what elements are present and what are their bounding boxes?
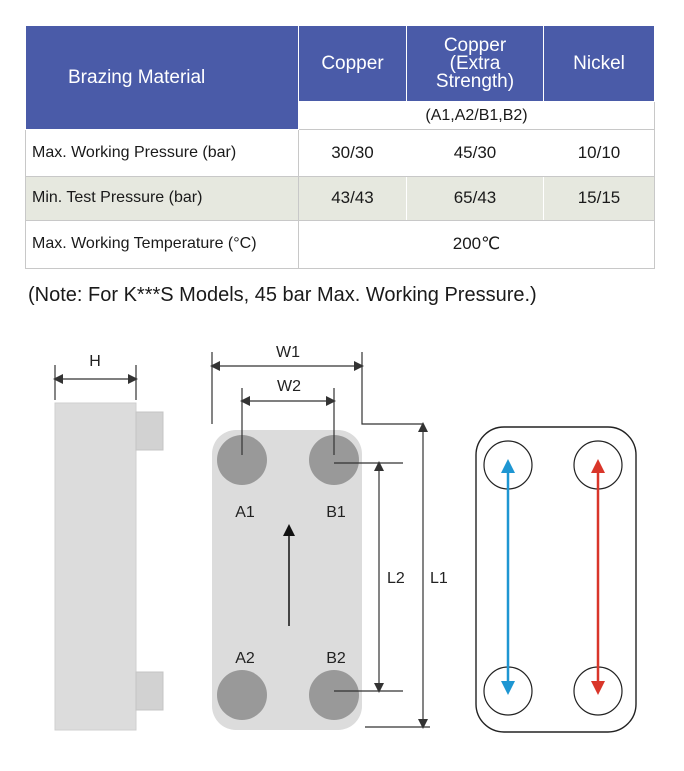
cell-copper-extra: 65/43 — [406, 175, 544, 221]
table-subheader-row: (A1,A2/B1,B2) — [26, 101, 655, 131]
header-copper-extra-line-2: (Extra — [449, 52, 501, 74]
dim-l2-label: L2 — [387, 570, 405, 587]
row-label: Max. Working Temperature (°C) — [25, 219, 299, 270]
plate-heat-exchanger-diagram: H A1 B1 A2 B2 W1 W2 L2 L1 — [53, 344, 637, 733]
side-view-body — [54, 402, 137, 731]
dim-w1-label: W1 — [276, 344, 300, 361]
table-row: Max. Working Temperature (°C) 200℃ — [25, 219, 655, 270]
flow-schematic-outline — [475, 426, 637, 733]
side-view-bottom-connector — [135, 671, 164, 711]
front-view: A1 B1 A2 B2 W1 W2 L2 L1 — [210, 344, 448, 730]
dim-h-label: H — [89, 353, 101, 370]
port-b1 — [309, 435, 359, 485]
row-label: Max. Working Pressure (bar) — [25, 129, 299, 177]
header-nickel: Nickel — [543, 24, 655, 103]
port-a2 — [217, 670, 267, 720]
cell-temperature-value: 200℃ — [298, 219, 655, 270]
table-header-row: Brazing Material Copper Copper (Extra St… — [25, 24, 655, 131]
cell-copper: 30/30 — [298, 129, 407, 177]
header-copper-extra-strength: Copper (Extra Strength) — [406, 24, 544, 103]
dim-w2-label: W2 — [277, 378, 301, 395]
note-text: (Note: For K***S Models, 45 bar Max. Wor… — [28, 284, 537, 306]
row-label: Min. Test Pressure (bar) — [25, 175, 299, 221]
port-b2-label: B2 — [326, 650, 346, 667]
header-brazing-material: Brazing Material — [25, 24, 299, 131]
cell-nickel: 15/15 — [543, 175, 655, 221]
side-view: H — [53, 353, 164, 731]
cell-nickel: 10/10 — [543, 129, 655, 177]
port-a2-label: A2 — [235, 650, 255, 667]
table-row: Max. Working Pressure (bar) 30/30 45/30 … — [25, 129, 655, 177]
side-view-top-connector — [135, 411, 164, 451]
port-b2 — [309, 670, 359, 720]
header-copper: Copper — [298, 24, 407, 103]
port-a1-label: A1 — [235, 504, 255, 521]
table-row: Min. Test Pressure (bar) 43/43 65/43 15/… — [25, 175, 655, 221]
subheader-port-groups: (A1,A2/B1,B2) — [298, 101, 655, 131]
header-copper-extra-line-3: Strength) — [435, 70, 515, 92]
cell-copper: 43/43 — [298, 175, 407, 221]
port-a1 — [217, 435, 267, 485]
dim-w1-extension-right — [361, 352, 423, 425]
cell-copper-extra: 45/30 — [406, 129, 544, 177]
port-b1-label: B1 — [326, 504, 346, 521]
header-copper-extra-line-1: Copper — [443, 34, 507, 56]
front-view-plate — [212, 430, 362, 730]
spec-table: Brazing Material Copper Copper (Extra St… — [25, 24, 655, 270]
dim-l1-label: L1 — [430, 570, 448, 587]
flow-schematic — [475, 426, 637, 733]
